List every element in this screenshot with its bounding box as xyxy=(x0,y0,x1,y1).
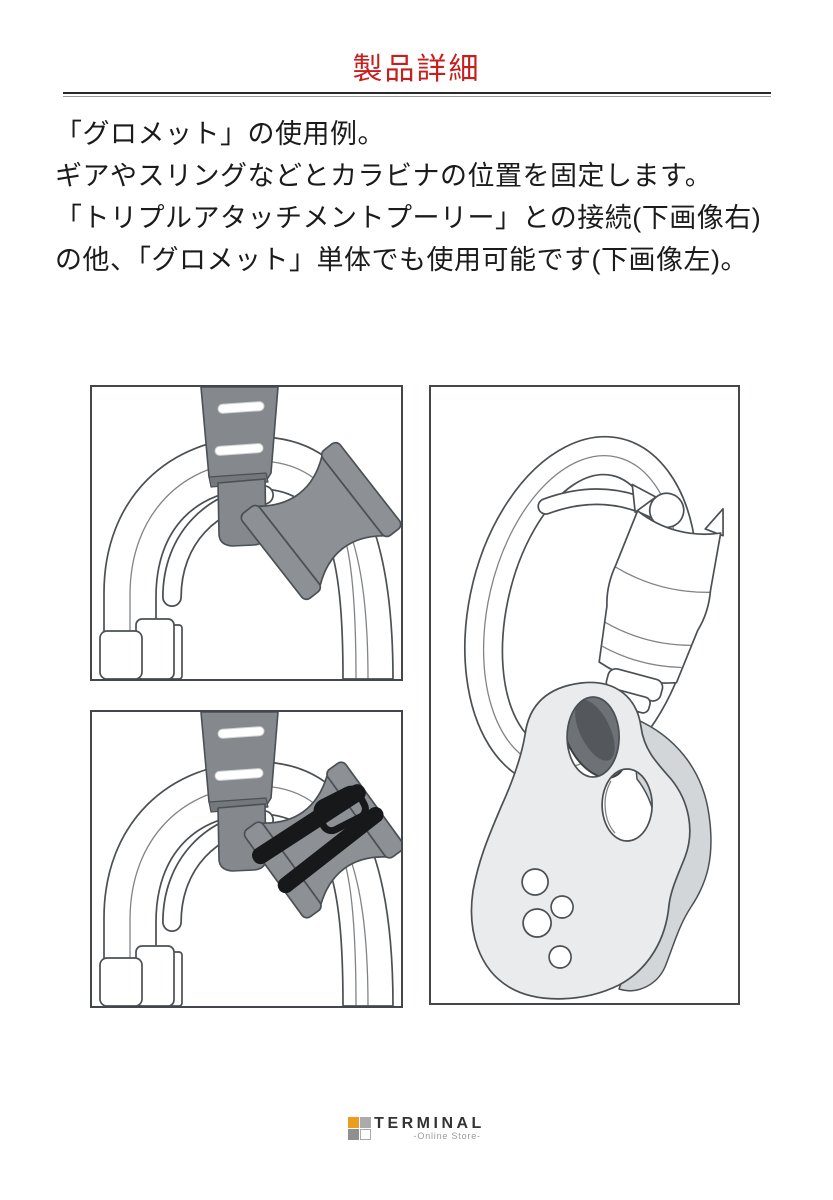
logo-square-orange xyxy=(348,1117,360,1128)
brand-tagline: -Online Store- xyxy=(413,1131,481,1141)
grommet-spool xyxy=(240,441,402,601)
title-divider xyxy=(62,92,771,97)
header: 製品詳細 xyxy=(0,0,833,97)
figure-pulley-connection xyxy=(429,385,740,1005)
grommet-ring xyxy=(560,687,628,779)
usage-figures xyxy=(90,385,833,1008)
logo-square-light-gray xyxy=(360,1117,372,1128)
logo-squares-icon xyxy=(348,1117,372,1140)
description-line: の他、「グロメット」単体でも使用可能です(下画像左)。 xyxy=(55,245,748,275)
description-line: ギアやスリングなどとカラビナの位置を固定します。 xyxy=(55,161,713,191)
page-title: 製品詳細 xyxy=(352,53,481,86)
store-logo: TERMINAL -Online Store- xyxy=(348,1116,485,1141)
grommet-carabiner-illustration xyxy=(99,386,402,680)
figure-grommet-single xyxy=(90,385,403,681)
grommet-spool-threaded xyxy=(243,761,405,919)
logo-square-white xyxy=(360,1129,372,1140)
footer: TERMINAL -Online Store- xyxy=(0,1116,833,1141)
figure-grommet-with-webbing xyxy=(90,710,405,1008)
product-description: 「グロメット」の使用例。 ギアやスリングなどとカラビナの位置を固定します。 「ト… xyxy=(55,113,788,281)
pulley-front-plate xyxy=(470,681,691,1000)
logo-text: TERMINAL -Online Store- xyxy=(374,1115,485,1142)
description-line: 「トリプルアタッチメントプーリー」との接続(下画像右) xyxy=(55,203,762,233)
logo-square-dark-gray xyxy=(348,1129,360,1140)
description-line: 「グロメット」の使用例。 xyxy=(55,119,385,149)
brand-name: TERMINAL xyxy=(374,1115,485,1132)
grommet-webbing-illustration xyxy=(99,711,405,1007)
figures-left-column xyxy=(90,385,405,1008)
pulley-connection-illustration xyxy=(464,435,724,1000)
